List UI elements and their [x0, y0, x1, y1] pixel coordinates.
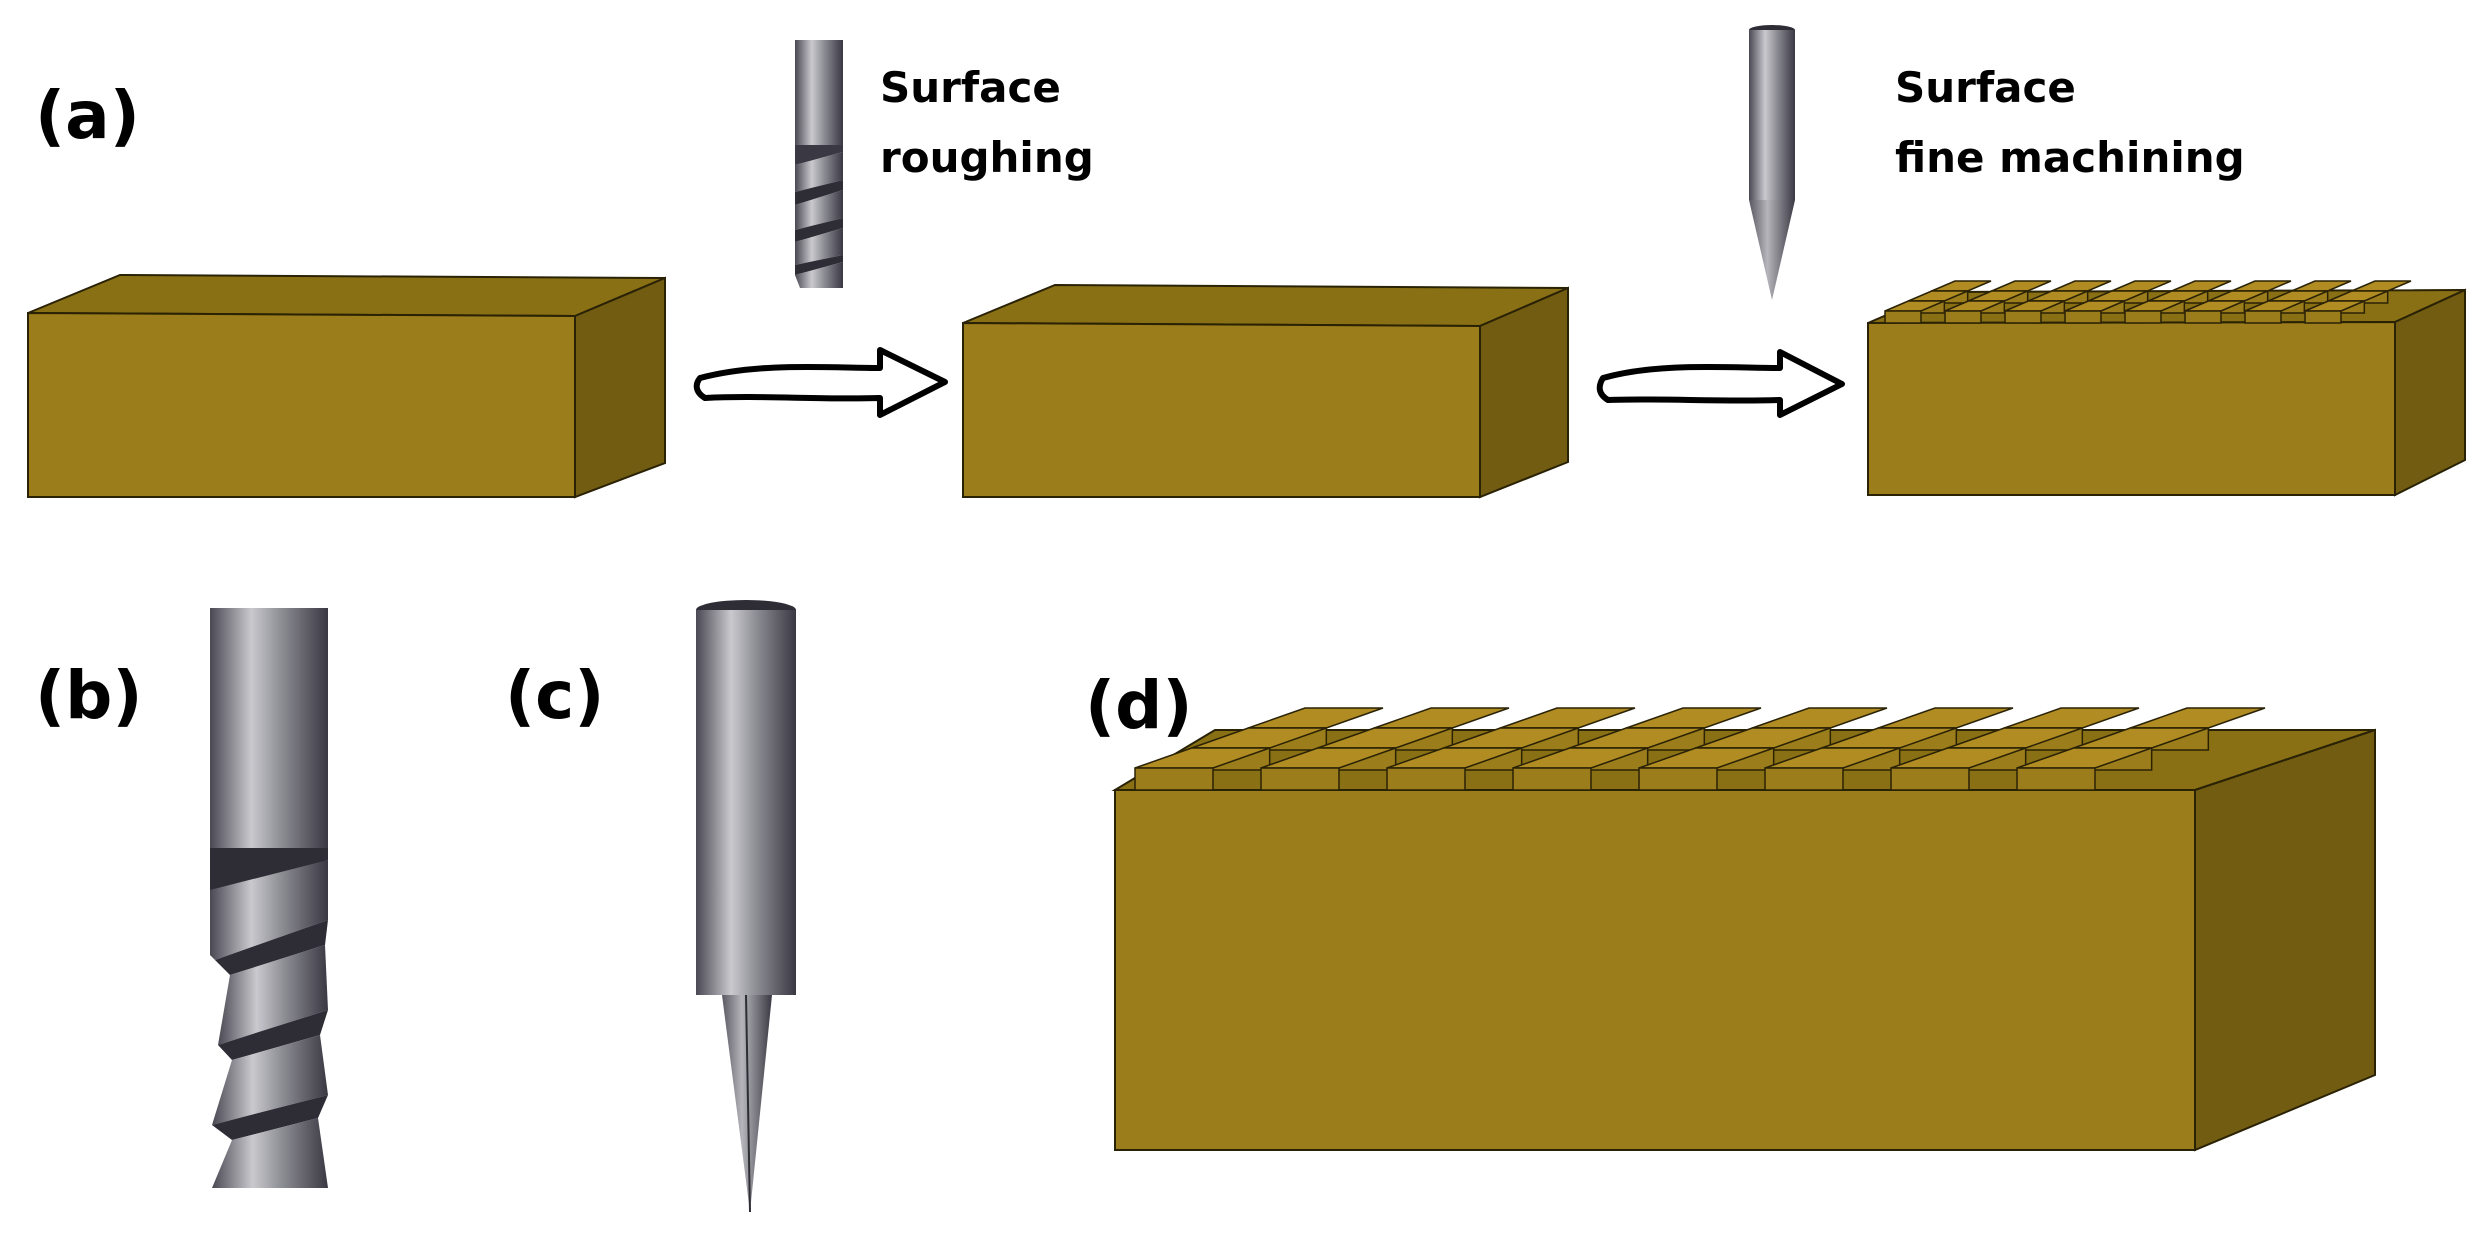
groove-rib-face [2016, 767, 2096, 791]
groove-rib-face [2064, 310, 2102, 324]
groove-rib-top [1878, 707, 2014, 729]
panel-label-b: (b) [35, 657, 143, 734]
fine-step-line1: Surface [1895, 63, 2076, 112]
panel-label-d: (d) [1085, 667, 1193, 744]
groove-rib-face [1512, 767, 1592, 791]
process-arrow-icon [693, 347, 948, 418]
groove-rib-top [1374, 707, 1510, 729]
groove-rib-face [1890, 767, 1970, 791]
groove-rib-top [1931, 280, 1992, 292]
groove-rib-top [1752, 707, 1888, 729]
process-arrow-icon [1596, 349, 1845, 418]
groove-rib-face [2124, 310, 2162, 324]
groove-rib-face [2004, 310, 2042, 324]
groove-rib-face [1944, 310, 1982, 324]
raw-workpiece-block [27, 273, 666, 499]
roughing-step-line1: Surface [880, 63, 1061, 112]
groove-rib-top [1991, 280, 2052, 292]
groove-rib-top [1248, 707, 1384, 729]
groove-rib-top [2111, 280, 2172, 292]
groove-rib-top [2051, 280, 2112, 292]
tapered-engraving-tool-icon [696, 600, 796, 1213]
panel-label-a: (a) [35, 77, 140, 154]
helical-milling-cutter-icon [795, 40, 843, 288]
groove-rib-face [1134, 767, 1214, 791]
finished-workpiece-block [1867, 280, 2466, 497]
roughed-workpiece-block [962, 283, 1569, 499]
finished-workpiece-block-enlarged [1111, 707, 2376, 1152]
panel-label-c: (c) [505, 657, 604, 734]
groove-rib-top [1626, 707, 1762, 729]
groove-rib-top [1500, 707, 1636, 729]
roughing-step-line2: roughing [880, 133, 1094, 182]
groove-rib-face [2184, 310, 2222, 324]
groove-rib-top [2004, 707, 2140, 729]
groove-rib-face [2304, 310, 2342, 324]
groove-rib-face [1386, 767, 1466, 791]
groove-rib-top [2130, 707, 2266, 729]
groove-rib-face [1764, 767, 1844, 791]
groove-rib-top [2171, 280, 2232, 292]
tapered-engraving-tool-icon [1749, 25, 1795, 300]
groove-rib-face [1638, 767, 1718, 791]
groove-rib-face [2244, 310, 2282, 324]
fine-step-line2: fine machining [1895, 133, 2245, 182]
groove-rib-face [1260, 767, 1340, 791]
groove-rib-top [2231, 280, 2292, 292]
helical-milling-cutter-icon [210, 608, 328, 1188]
groove-rib-face [1884, 310, 1922, 324]
